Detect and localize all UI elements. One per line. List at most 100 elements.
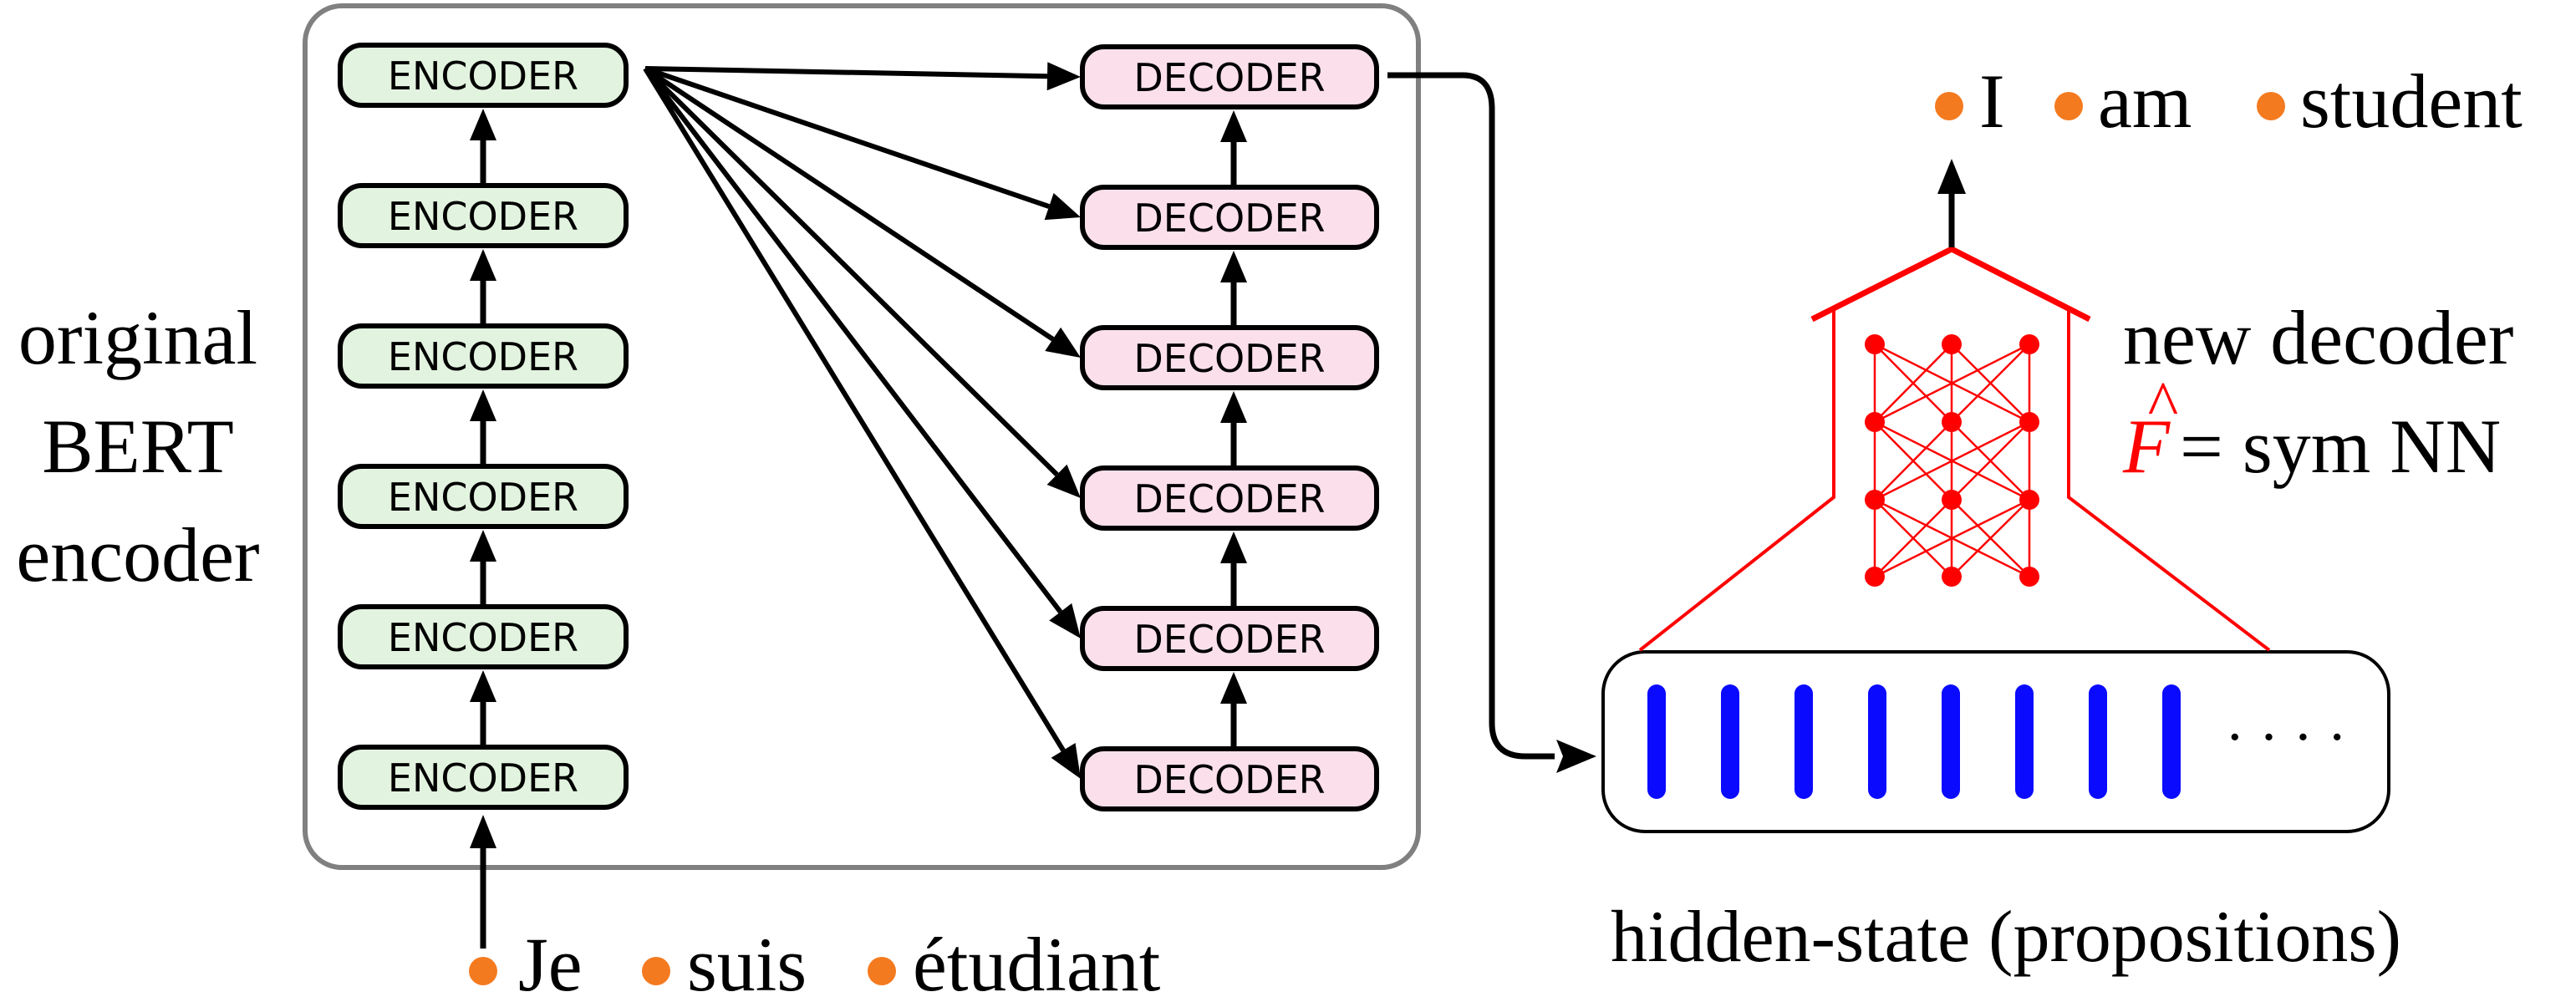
input-tokens: Je suis étudiant [469, 922, 1161, 997]
token-dot [868, 957, 896, 985]
decoder-connector-head [1220, 110, 1247, 142]
token-dot [2257, 92, 2285, 120]
nn-node [2019, 490, 2039, 510]
nn-nodes [1865, 334, 2039, 587]
nn-node [1942, 567, 1962, 587]
encoder-label: ENCODER [388, 194, 578, 239]
nn-node [1942, 412, 1962, 432]
decoder-connector-head [1220, 251, 1247, 282]
nn-node [1865, 412, 1885, 432]
encoder-stack: ENCODERENCODERENCODERENCODERENCODERENCOD… [338, 43, 629, 810]
nn-node [1942, 334, 1962, 354]
nn-node [1865, 567, 1885, 587]
nn-edge [1874, 420, 2030, 501]
token-dot [1935, 92, 1963, 120]
nn-node [1942, 490, 1962, 510]
decoder-connector-head [1220, 672, 1247, 704]
nn-edge [1951, 499, 2030, 577]
encoder-label: ENCODER [388, 334, 578, 379]
encoder-connector-head [470, 249, 496, 281]
encoder-box [338, 43, 629, 108]
nn-edge [1951, 343, 2030, 423]
input-token: Je [469, 922, 583, 997]
decoder-label: DECODER [1133, 476, 1325, 521]
output-token-text: am [2098, 58, 2192, 144]
fan-arrow-head [1051, 743, 1081, 779]
nn-node [2019, 334, 2039, 354]
encoder-block: ENCODER [338, 530, 629, 669]
new-decoder-network [1638, 159, 2271, 652]
decoder-block: DECODER [1080, 532, 1379, 671]
fan-arrow-line [644, 66, 1055, 342]
new-decoder-label-line1: new decoder [2123, 295, 2513, 380]
token-dot [469, 957, 497, 985]
roof [1810, 246, 2091, 323]
decoder-label: DECODER [1133, 55, 1325, 100]
nn-node [2019, 567, 2039, 587]
nn-edge [1874, 499, 1952, 577]
decoder-box [1080, 606, 1379, 671]
output-token-text: I [1979, 58, 2005, 144]
encoder-connector-head [470, 109, 496, 140]
token-dot [2054, 92, 2083, 120]
left-label-line1: original [18, 295, 257, 380]
bert-model-frame [303, 3, 1421, 870]
fan-arrow-line [644, 66, 1051, 209]
decoder-block: DECODER [1080, 251, 1379, 390]
left-label-line3: encoder [16, 512, 259, 598]
decoder-label: DECODER [1133, 617, 1325, 662]
encoder-connector-head [470, 389, 496, 421]
right-wall [2067, 309, 2271, 652]
decoder-connector-head [1220, 391, 1247, 423]
left-label: original BERT encoder [16, 295, 259, 598]
encoder-block: ENCODER [338, 249, 629, 389]
decoder-box [1080, 44, 1379, 109]
decoder-box [1080, 185, 1379, 250]
decoder-connector-head [1220, 532, 1247, 563]
nn-edge [1874, 421, 1952, 501]
output-token: student [2257, 58, 2523, 144]
decoder-box [1080, 465, 1379, 531]
input-arrow [470, 815, 496, 949]
encoder-label: ENCODER [388, 475, 578, 520]
input-token: étudiant [868, 922, 1161, 997]
nn-node [2019, 412, 2039, 432]
decoder-box [1080, 325, 1379, 390]
hidden-state-label: hidden-state (propositions) [1611, 897, 2401, 978]
fan-arrow-head [1049, 603, 1081, 638]
encoder-label: ENCODER [388, 615, 578, 660]
encoder-connector-head [470, 530, 496, 562]
input-token-text: suis [687, 922, 807, 997]
encoder-label: ENCODER [388, 53, 578, 99]
nn-node [1865, 490, 1885, 510]
encoder-block: ENCODER [338, 43, 629, 108]
fan-arrow-head [1046, 464, 1081, 498]
nn-node [1865, 334, 1885, 354]
fan-arrow-head [1046, 62, 1081, 91]
hidden-state-ellipsis: · · · · [2225, 705, 2347, 770]
new-decoder-label: new decoder F ^ = sym NN [2122, 295, 2513, 489]
decoder-label: DECODER [1133, 196, 1325, 241]
decoder-to-hidden-arrow [1387, 72, 1596, 773]
hidden-state: · · · · hidden-state (propositions) [1601, 650, 2401, 978]
output-token: I [1935, 58, 2005, 144]
decoder-box [1080, 746, 1379, 811]
encoder-block: ENCODER [338, 389, 629, 529]
nn-edges [1873, 343, 2031, 578]
left-label-line2: BERT [42, 404, 234, 489]
f-hat-accent: ^ [2146, 368, 2178, 440]
decoder-block: DECODER [1080, 391, 1379, 531]
f-hat-symbol: F [2122, 404, 2171, 489]
token-dot [642, 957, 670, 985]
decoder-block: DECODER [1080, 672, 1379, 811]
decoder-block: DECODER [1080, 110, 1379, 250]
output-token: am [2054, 58, 2192, 144]
nn-edge [1874, 343, 1952, 423]
fan-arrow-head [1044, 192, 1081, 221]
decoder-label: DECODER [1133, 757, 1325, 802]
fan-arrow-line [643, 67, 1066, 752]
left-wall [1638, 309, 1835, 652]
decoder-label: DECODER [1133, 336, 1325, 381]
